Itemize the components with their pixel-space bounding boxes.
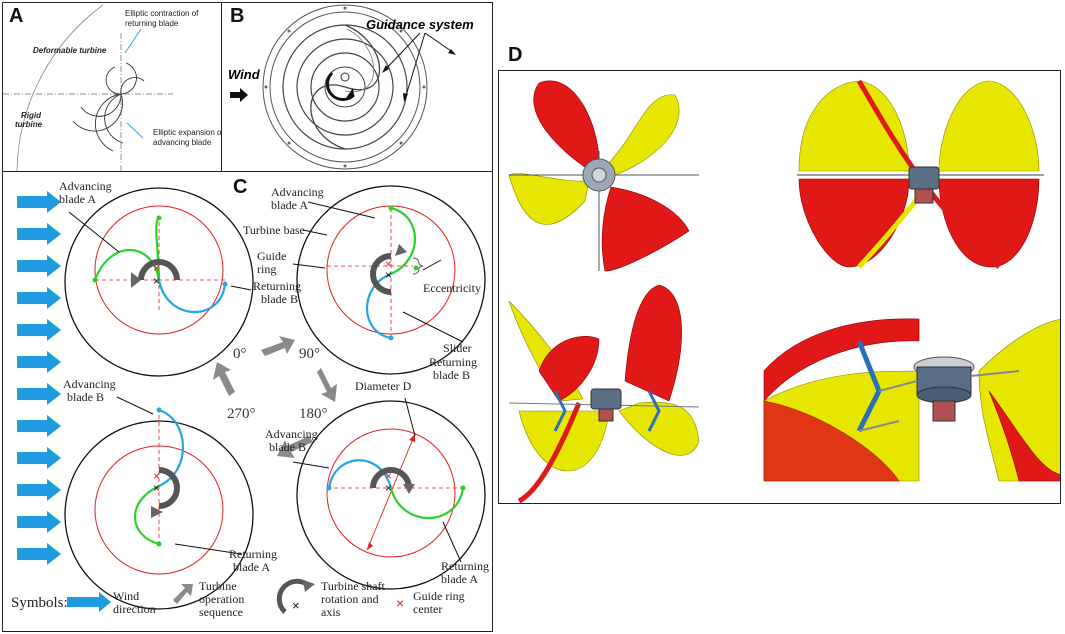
adv-blade-a-label-2: blade A bbox=[59, 192, 96, 206]
turbine-0deg: × × bbox=[64, 187, 254, 377]
symbol-seq-label-1: Turbine bbox=[199, 579, 237, 593]
angle-0-label: 0° bbox=[233, 346, 247, 362]
diameter-label: Diameter D bbox=[355, 379, 412, 393]
expansion-label-1: Elliptic expansion of bbox=[153, 128, 222, 137]
adv-blade-b-label-1: Advancing bbox=[63, 377, 116, 391]
adv-blade-b2-label-2: blade B bbox=[269, 440, 306, 454]
guide-ring-label-1: Guide bbox=[257, 249, 286, 263]
ret-blade-a-label-1: Returning bbox=[229, 547, 277, 561]
contraction-label-2: returning blade bbox=[125, 19, 179, 28]
eccentricity-label: Eccentricity bbox=[423, 281, 481, 295]
deformable-turbine-label: Deformable turbine bbox=[33, 46, 107, 55]
svg-text:×: × bbox=[292, 598, 300, 613]
symbol-guide-label-2: center bbox=[413, 602, 442, 616]
contraction-label-1: Elliptic contraction of bbox=[125, 9, 199, 18]
turbine-base-label: Turbine base bbox=[243, 223, 305, 237]
ret-blade-b2-label-1: Returning bbox=[429, 355, 477, 369]
render-closeup-view bbox=[763, 318, 1060, 503]
ret-blade-b-label-2: blade B bbox=[261, 292, 298, 306]
symbols-title: Symbols: bbox=[11, 595, 68, 611]
svg-text:×: × bbox=[385, 469, 392, 483]
slider-label: Slider bbox=[443, 341, 472, 355]
svg-text:×: × bbox=[153, 469, 160, 483]
ret-blade-a2-label-1: Returning bbox=[441, 559, 489, 573]
symbol-shaft-label-2: rotation and bbox=[321, 592, 379, 606]
panel-a-label: A bbox=[9, 5, 24, 27]
turbine-180deg: × × bbox=[296, 400, 486, 590]
svg-text:×: × bbox=[385, 268, 392, 282]
symbol-guide-label-1: Guide ring bbox=[413, 589, 465, 603]
ret-blade-b-label-1: Returning bbox=[253, 279, 301, 293]
adv-blade-a2-label-2: blade A bbox=[271, 198, 308, 212]
svg-text:×: × bbox=[385, 481, 392, 495]
render-perspective-view bbox=[508, 284, 700, 503]
symbol-wind-label-2: direction bbox=[113, 602, 156, 616]
turbine-90deg: × × bbox=[296, 185, 486, 375]
panel-a-diagram: Deformable turbine Elliptic contraction … bbox=[3, 4, 222, 171]
symbol-seq-label-3: sequence bbox=[199, 605, 243, 619]
svg-text:×: × bbox=[153, 261, 160, 275]
adv-blade-a-label-1: Advancing bbox=[59, 179, 112, 193]
svg-text:×: × bbox=[396, 595, 404, 611]
adv-blade-a2-label-1: Advancing bbox=[271, 185, 324, 199]
sequence-arrows bbox=[213, 336, 337, 458]
symbol-seq-label-2: operation bbox=[199, 592, 244, 606]
adv-blade-b2-label-1: Advancing bbox=[265, 427, 318, 441]
ret-blade-a-label-2: blade A bbox=[233, 560, 270, 574]
wind-arrows bbox=[17, 191, 61, 565]
angle-180-label: 180° bbox=[299, 406, 328, 422]
panel-d bbox=[498, 70, 1061, 504]
panel-c-label: C bbox=[233, 176, 248, 198]
svg-text:×: × bbox=[153, 274, 160, 288]
panel-c-diagram: × × × × bbox=[11, 179, 489, 619]
expansion-label-2: advancing blade bbox=[153, 138, 212, 147]
rigid-label-2: turbine bbox=[15, 120, 43, 129]
adv-blade-b-label-2: blade B bbox=[67, 390, 104, 404]
ret-blade-a2-label-2: blade A bbox=[441, 572, 478, 586]
guide-ring-label-2: ring bbox=[257, 262, 276, 276]
symbol-shaft-label-3: axis bbox=[321, 605, 341, 619]
rigid-label-1: Rigid bbox=[21, 111, 42, 120]
angle-270-label: 270° bbox=[227, 406, 256, 422]
symbol-shaft-label-1: Turbine shaft bbox=[321, 579, 386, 593]
render-side-view bbox=[797, 79, 1044, 269]
guidance-label: Guidance system bbox=[366, 17, 474, 32]
svg-text:×: × bbox=[153, 481, 160, 495]
symbols-legend: Symbols: Wind direction Turbine operatio… bbox=[11, 578, 465, 619]
turbine-270deg: × × bbox=[64, 407, 254, 610]
panel-d-label: D bbox=[508, 44, 523, 66]
panel-d-renders bbox=[508, 79, 1060, 503]
symbol-wind-label-1: Wind bbox=[113, 589, 139, 603]
panel-a: Deformable turbine Elliptic contraction … bbox=[2, 2, 222, 172]
render-front-view bbox=[508, 80, 699, 272]
panel-c: × × × × bbox=[2, 171, 493, 632]
angle-90-label: 90° bbox=[299, 346, 320, 362]
panel-b-diagram: Guidance system Wind bbox=[228, 4, 474, 170]
svg-text:×: × bbox=[385, 257, 392, 271]
panel-b-label: B bbox=[230, 5, 245, 27]
panel-b: Guidance system Wind B bbox=[221, 2, 493, 172]
ret-blade-b2-label-2: blade B bbox=[433, 368, 470, 382]
wind-label: Wind bbox=[228, 67, 261, 82]
